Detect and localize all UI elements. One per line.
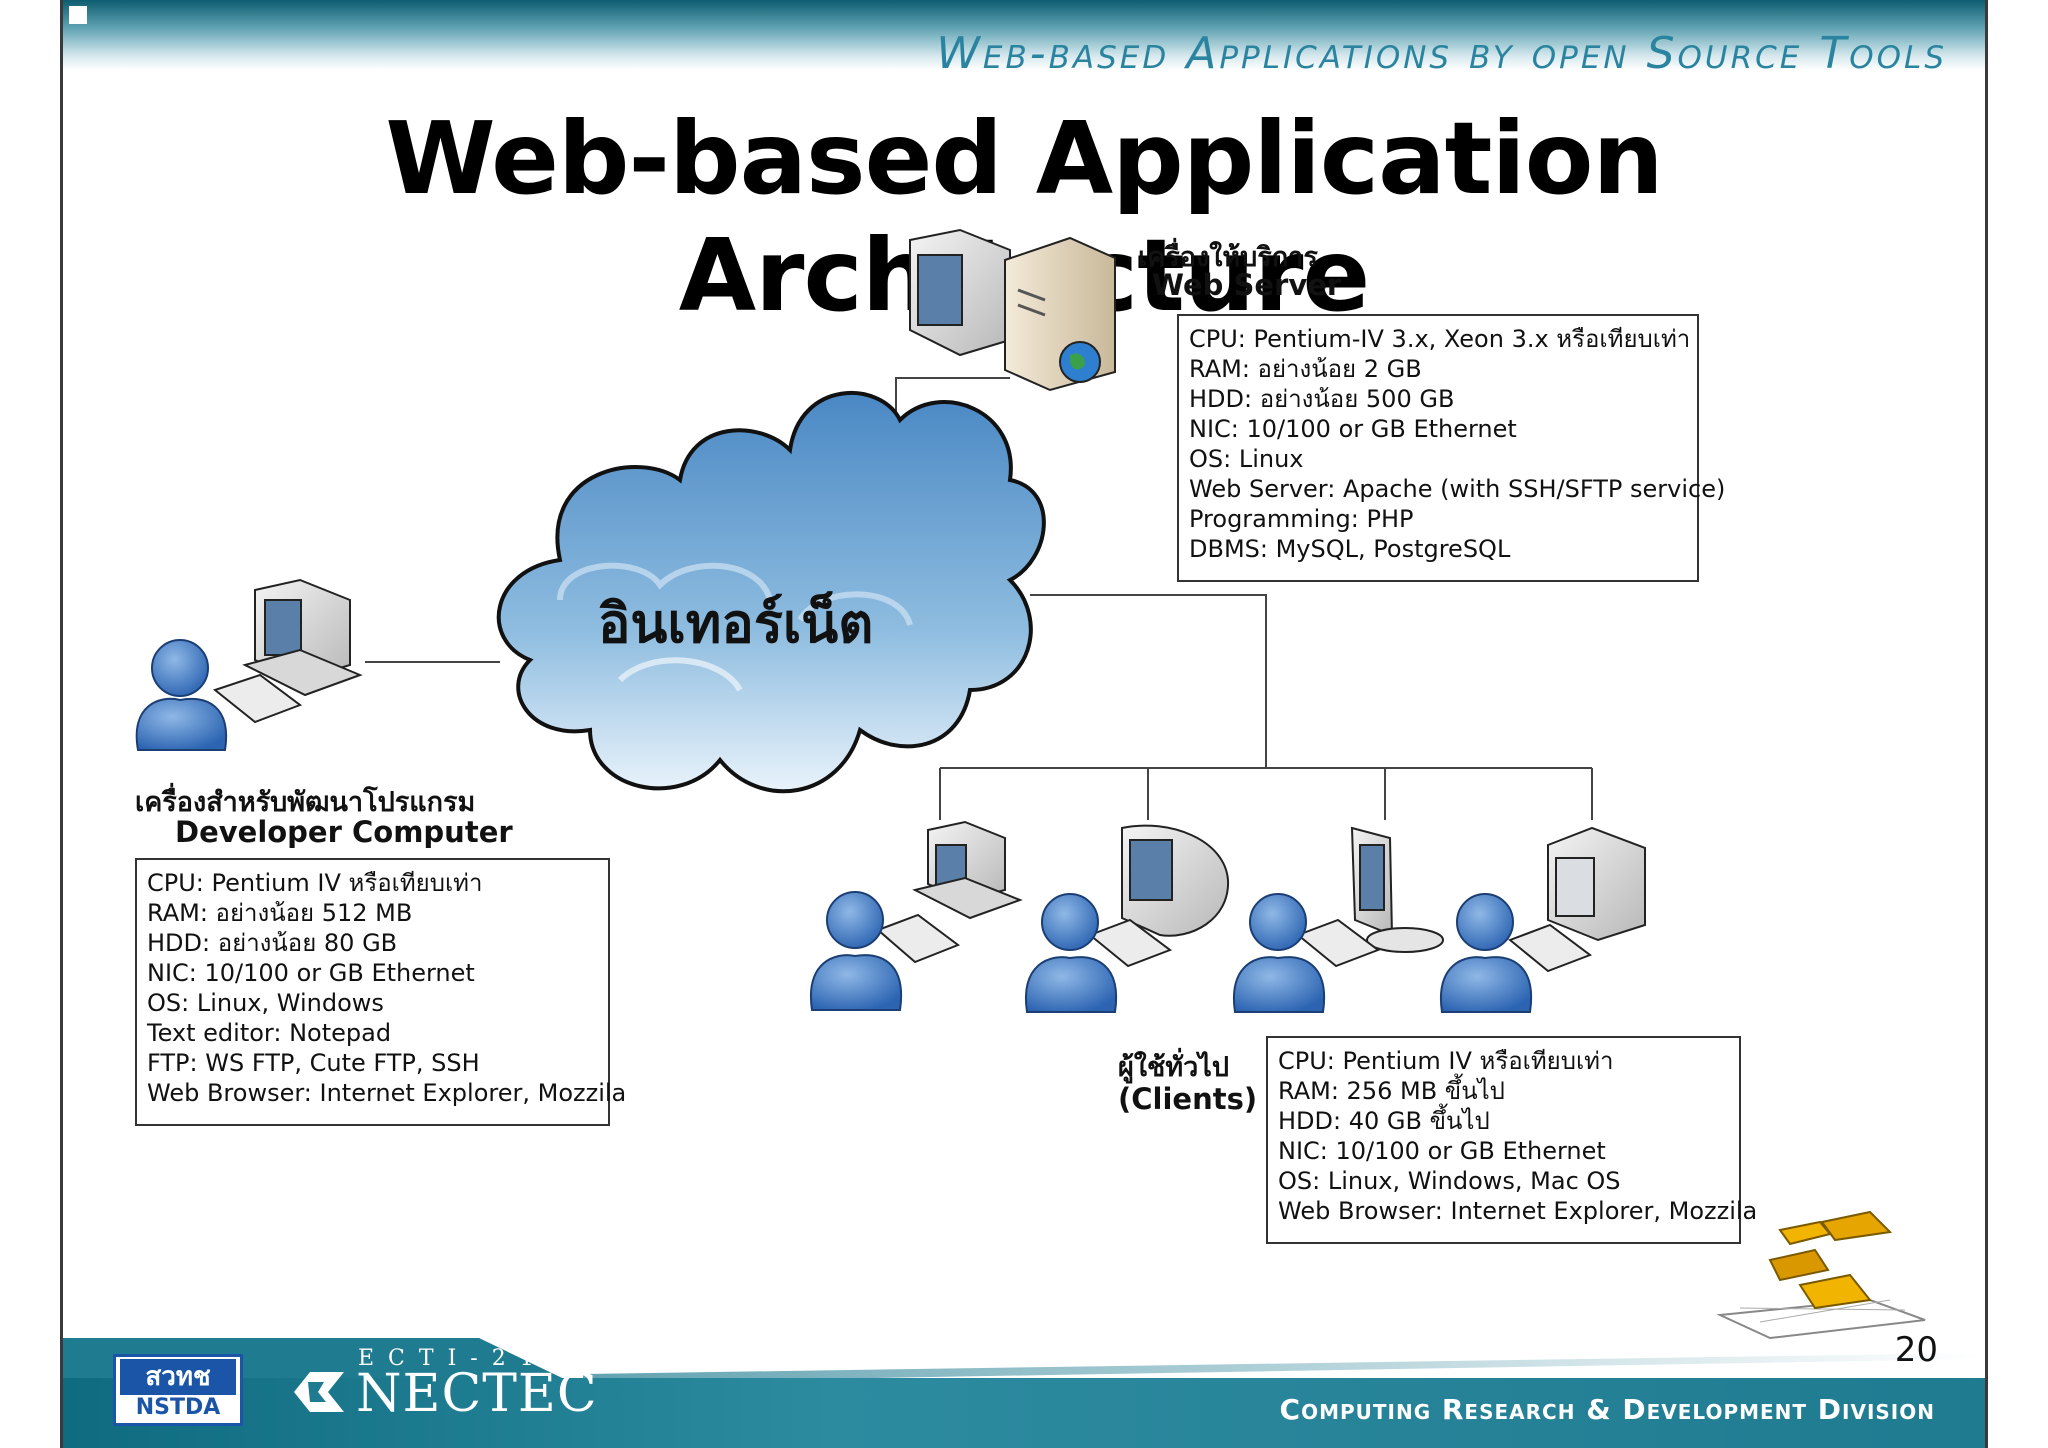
spec-line: Text editor: Notepad xyxy=(147,1019,392,1047)
spec-line: DBMS: MySQL, PostgreSQL xyxy=(1189,535,1511,563)
spec-line: CPU: Pentium IV หรือเทียบเท่า xyxy=(147,869,483,897)
spec-line: NIC: 10/100 or GB Ethernet xyxy=(147,959,475,987)
line-cloud-webserver xyxy=(895,377,1010,420)
footer: สวทช NSTDA ECTI-21 NECTEC Computing Rese… xyxy=(63,1328,1985,1448)
nstda-logo-thai: สวทช xyxy=(120,1359,236,1395)
connection-lines xyxy=(365,377,1593,820)
web-server-label-th: เครื่องให้บริการ xyxy=(1138,242,1318,273)
slide-title: Web-based Application Architecture xyxy=(385,100,1663,334)
spec-line: HDD: อย่างน้อย 80 GB xyxy=(147,929,398,957)
spec-line: OS: Linux, Windows, Mac OS xyxy=(1278,1167,1621,1195)
spec-line: NIC: 10/100 or GB Ethernet xyxy=(1189,415,1517,443)
web-server-icon xyxy=(909,228,1116,392)
footer-band xyxy=(63,1378,1985,1448)
spec-line: RAM: อย่างน้อย 512 MB xyxy=(147,899,413,927)
spec-line: Programming: PHP xyxy=(1189,505,1414,533)
nectec-subtitle: ECTI-21 xyxy=(358,1346,548,1371)
header-caption: Web-based Applications by open Source To… xyxy=(936,28,1947,79)
line-cloud-clients xyxy=(1030,594,1267,768)
clients-spec-box: CPU: Pentium IV หรือเทียบเท่า RAM: 256 M… xyxy=(1266,1036,1758,1244)
web-server-label-en: Web Server xyxy=(1152,268,1342,302)
spec-line: HDD: 40 GB ขึ้นไป xyxy=(1278,1107,1490,1135)
internet-cloud xyxy=(496,390,1046,794)
nectec-wordmark: NECTEC xyxy=(356,1364,598,1424)
client-icon-2 xyxy=(1024,824,1230,1013)
developer-label-en: Developer Computer xyxy=(175,815,513,849)
client-icon-3 xyxy=(1232,826,1444,1013)
spec-line: OS: Linux xyxy=(1189,445,1304,473)
spec-line: FTP: WS FTP, Cute FTP, SSH xyxy=(147,1049,480,1077)
spec-line: Web Browser: Internet Explorer, Mozzila xyxy=(1278,1197,1758,1225)
web-server-spec-box: CPU: Pentium-IV 3.x, Xeon 3.x หรือเทียบเ… xyxy=(1177,314,1726,582)
slide: Web-based Applications by open Source To… xyxy=(60,0,1988,1448)
developer-spec-box: CPU: Pentium IV หรือเทียบเท่า RAM: อย่าง… xyxy=(135,858,627,1126)
spec-line: RAM: อย่างน้อย 2 GB xyxy=(1189,355,1422,383)
nstda-logo-text: NSTDA xyxy=(135,1395,221,1420)
nectec-logo: ECTI-21 NECTEC xyxy=(288,1346,597,1426)
clients-label-th: ผู้ใช้ทั่วไป xyxy=(1118,1052,1230,1083)
clients-label-en: (Clients) xyxy=(1118,1082,1258,1116)
nectec-mark-icon xyxy=(294,1372,344,1412)
client-icon-4 xyxy=(1439,826,1646,1013)
spec-line: CPU: Pentium IV หรือเทียบเท่า xyxy=(1278,1047,1614,1075)
spec-line: Web Browser: Internet Explorer, Mozzila xyxy=(147,1079,627,1107)
nstda-logo: สวทช NSTDA xyxy=(113,1354,243,1426)
corner-square xyxy=(69,6,87,24)
decorative-3d-logo xyxy=(1716,1210,1926,1340)
developer-label-th: เครื่องสำหรับพัฒนาโปรแกรม xyxy=(135,787,476,818)
spec-line: NIC: 10/100 or GB Ethernet xyxy=(1278,1137,1606,1165)
cloud-label: อินเทอร์เน็ต xyxy=(598,592,874,655)
division-name: Computing Research & Development Divisio… xyxy=(1279,1393,1935,1426)
spec-line: Web Server: Apache (with SSH/SFTP servic… xyxy=(1189,475,1726,503)
spec-line: OS: Linux, Windows xyxy=(147,989,384,1017)
page-number: 20 xyxy=(1894,1330,1938,1370)
spec-line: HDD: อย่างน้อย 500 GB xyxy=(1189,385,1455,413)
developer-computer-icon xyxy=(135,578,363,751)
spec-line: RAM: 256 MB ขึ้นไป xyxy=(1278,1077,1505,1105)
client-icon-1 xyxy=(809,820,1023,1011)
spec-line: CPU: Pentium-IV 3.x, Xeon 3.x หรือเทียบเ… xyxy=(1189,325,1691,353)
header-band xyxy=(63,0,1985,70)
